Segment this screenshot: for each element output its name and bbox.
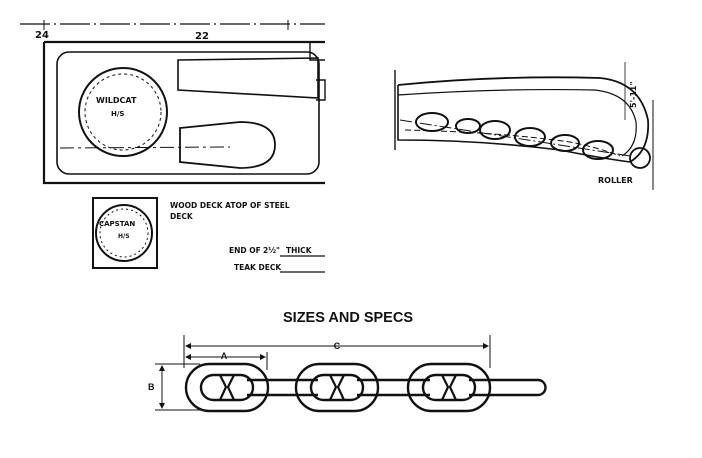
note-thickness: 2½"	[263, 246, 280, 255]
chain-link-2	[294, 362, 380, 413]
note-end-of: END OF	[229, 246, 261, 255]
roller-wheel	[629, 147, 651, 169]
bow-outer-curve	[397, 76, 650, 163]
bow-dim-label: 5'-11"	[629, 81, 638, 108]
roller-chain-link-1	[415, 112, 449, 132]
capstan-circle	[95, 204, 153, 262]
specs-title: SIZES AND SPECS	[283, 310, 413, 326]
chain-link-3	[406, 362, 492, 413]
roller-label: ROLLER	[598, 176, 633, 185]
deck-dim-left: 24	[35, 30, 49, 41]
wildcat-outer-circle	[78, 67, 168, 157]
roller-chain-link-6	[582, 140, 614, 160]
deck-inner-outline	[56, 51, 320, 175]
note-wood-deck-line2: DECK	[170, 212, 194, 221]
dim-c-label: C	[334, 341, 341, 351]
capstan-box	[92, 197, 158, 269]
hawse-pipe-upper	[177, 57, 319, 99]
bow-lower-curve	[397, 85, 631, 163]
note-thick: THICK	[286, 246, 313, 255]
capstan-sub-label: H/S	[118, 233, 130, 240]
roller-chain-link-2	[455, 118, 481, 134]
deck-outline	[42, 40, 325, 185]
chain-connector-2	[357, 378, 430, 397]
note-wood-deck-line1: WOOD DECK ATOP OF STEEL	[170, 201, 290, 210]
dim-b-label: B	[148, 382, 155, 392]
deck-dim-top: 22	[195, 31, 209, 42]
wildcat-inner-circle	[84, 73, 162, 151]
wildcat-label: WILDCAT	[96, 96, 137, 105]
dim-a-label: A	[221, 351, 228, 361]
capstan-label: CAPSTAN	[99, 220, 135, 228]
note-teak-deck: TEAK DECK	[234, 263, 282, 272]
roller-chain-link-4	[514, 127, 546, 147]
chain-connector-1	[247, 378, 318, 397]
bow-roller-drawing	[394, 62, 654, 190]
roller-chain-link-3	[479, 120, 511, 140]
wildcat-sub-label: H/S	[111, 110, 124, 118]
chain-pipe-lower	[179, 121, 276, 169]
chain-specs-drawing	[155, 335, 547, 413]
chain-tail	[469, 378, 547, 397]
deck-plan-drawing	[20, 20, 326, 273]
roller-chain-link-5	[550, 134, 580, 152]
chain-link-1	[184, 362, 270, 413]
